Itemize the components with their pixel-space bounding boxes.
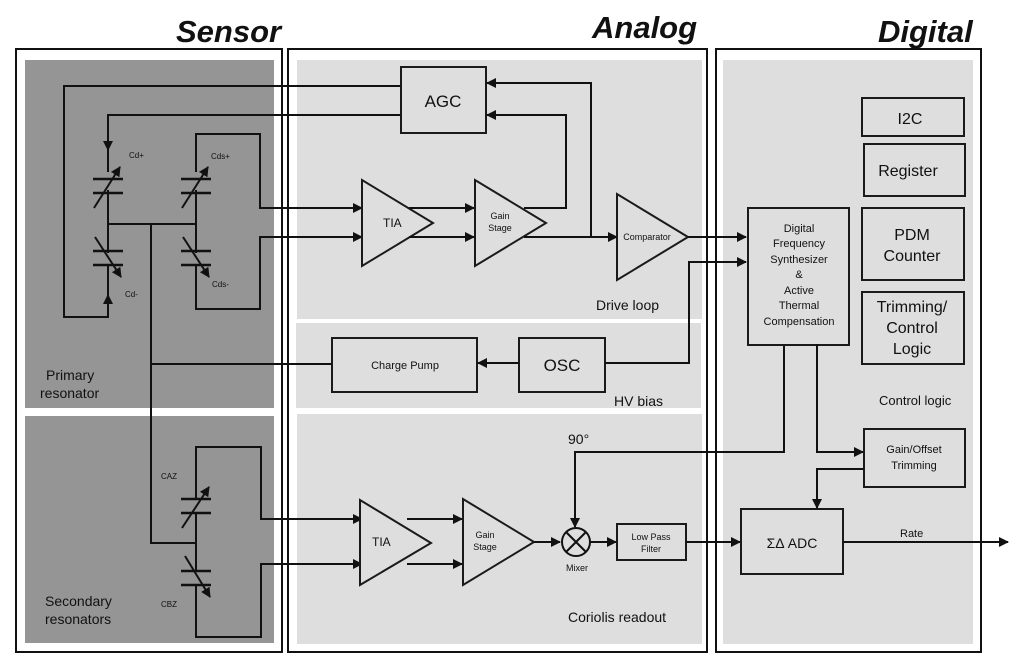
- comparator-label: Comparator: [623, 232, 671, 242]
- sensor-heading: Sensor: [176, 14, 283, 49]
- low-pass-filter-block: [616, 523, 687, 561]
- gain-offset-label1: Gain/Offset: [886, 444, 941, 456]
- adc-label: ΣΔ ADC: [767, 535, 818, 551]
- dfs-line: Thermal: [779, 300, 819, 312]
- trim-label2: Control: [886, 320, 938, 337]
- trim-label3: Logic: [893, 341, 931, 358]
- bias-drop-wire: [150, 224, 196, 544]
- pdm-counter-block: [861, 207, 965, 281]
- osc-to-dfs-wire: [605, 257, 747, 364]
- mixer-icon: [561, 527, 591, 557]
- cds-plus-to-tia-wire: [195, 133, 363, 225]
- primary-label-line1: Primary: [46, 367, 94, 383]
- dfs-line: Compensation: [764, 316, 835, 328]
- hv-bias-label: HV bias: [614, 393, 663, 409]
- phase-label: 90°: [568, 431, 589, 447]
- rate-label: Rate: [900, 528, 923, 540]
- cap-caz: [181, 486, 211, 529]
- digital-frequency-synthesizer-block: [747, 207, 850, 346]
- primary-resonator-panel: [25, 60, 274, 408]
- control-logic-label: Control logic: [879, 393, 952, 408]
- primary-label-line2: resonator: [40, 385, 99, 401]
- charge-pump-block: [331, 337, 478, 393]
- cap-cds-plus: [181, 166, 211, 209]
- agc-block: [400, 66, 487, 134]
- trim-label1: Trimming/: [877, 299, 948, 316]
- cap-cbz: [181, 555, 211, 598]
- cds-minus-to-tia-wire: [195, 225, 363, 310]
- cbz-label: CBZ: [161, 600, 177, 609]
- digital-heading: Digital: [878, 14, 974, 49]
- register-label: Register: [878, 163, 938, 180]
- cd-plus-label: Cd+: [129, 151, 144, 160]
- tia-sense-amp: [359, 498, 433, 587]
- secondary-resonators-panel: [25, 416, 274, 643]
- gain-offset-label2: Trimming: [891, 460, 936, 472]
- gain-drive-label2: Stage: [488, 223, 512, 233]
- dfs-line: Synthesizer: [770, 254, 828, 266]
- pdm-label2: Counter: [884, 248, 942, 265]
- caz-to-tia-wire: [195, 446, 363, 543]
- osc-block: [518, 337, 606, 393]
- secondary-label-line1: Secondary: [45, 593, 112, 609]
- dfs-to-mixer-wire: [570, 344, 785, 528]
- agc-to-cd-plus-wire: [103, 114, 402, 151]
- coriolis-readout-label: Coriolis readout: [568, 609, 666, 625]
- i2c-label: I2C: [898, 111, 923, 128]
- lpf-label2: Filter: [641, 544, 661, 554]
- gain-sense-label1: Gain: [475, 530, 494, 540]
- cds-minus-label: Cds-: [212, 280, 229, 289]
- gain-stage-sense-amp: [462, 497, 536, 587]
- osc-label: OSC: [544, 356, 581, 375]
- drive-loop-label: Drive loop: [596, 297, 659, 313]
- i2c-block: [861, 97, 965, 137]
- agc-label: AGC: [425, 92, 462, 111]
- dfs-label: Digital Frequency Synthesizer & Active T…: [764, 223, 835, 328]
- gain-offset-to-adc-wire: [812, 468, 864, 509]
- register-block: [863, 143, 966, 197]
- dfs-to-gain-offset-wire: [816, 344, 864, 457]
- lpf-label1: Low Pass: [631, 532, 671, 542]
- mixer-label: Mixer: [566, 563, 588, 573]
- cap-cd-minus: [93, 236, 123, 278]
- dfs-line: &: [795, 269, 803, 281]
- cd-minus-label: Cd-: [125, 290, 138, 299]
- gain-to-agc-feedback-wire: [486, 110, 567, 209]
- gain-drive-label1: Gain: [490, 211, 509, 221]
- analog-heading: Analog: [591, 10, 697, 45]
- caz-label: CAZ: [161, 472, 177, 481]
- cbz-to-tia-wire: [195, 543, 363, 638]
- dfs-line: Frequency: [773, 238, 825, 250]
- gain-stage-drive-amp: [474, 178, 548, 268]
- sigma-delta-adc-block: [740, 508, 844, 575]
- secondary-label-line2: resonators: [45, 611, 111, 627]
- tia-drive-label: TIA: [383, 216, 402, 230]
- charge-pump-label: Charge Pump: [371, 360, 439, 372]
- agc-to-cd-minus-wire: [63, 85, 402, 318]
- pdm-label1: PDM: [894, 227, 930, 244]
- gain-offset-trimming-block: [863, 428, 966, 488]
- cds-plus-label: Cds+: [211, 152, 230, 161]
- comparator-amp: [616, 192, 690, 282]
- cap-cd-plus: [93, 166, 123, 209]
- comparator-to-agc-wire: [486, 78, 592, 237]
- tia-drive-amp: [361, 178, 435, 268]
- trimming-control-logic-block: [861, 291, 965, 365]
- dfs-line: Digital: [784, 223, 815, 235]
- tia-sense-label: TIA: [372, 535, 391, 549]
- cap-cds-minus: [181, 236, 211, 278]
- drive-loop-panel: [297, 60, 702, 319]
- dfs-line: Active: [784, 285, 814, 297]
- gain-sense-label2: Stage: [473, 542, 497, 552]
